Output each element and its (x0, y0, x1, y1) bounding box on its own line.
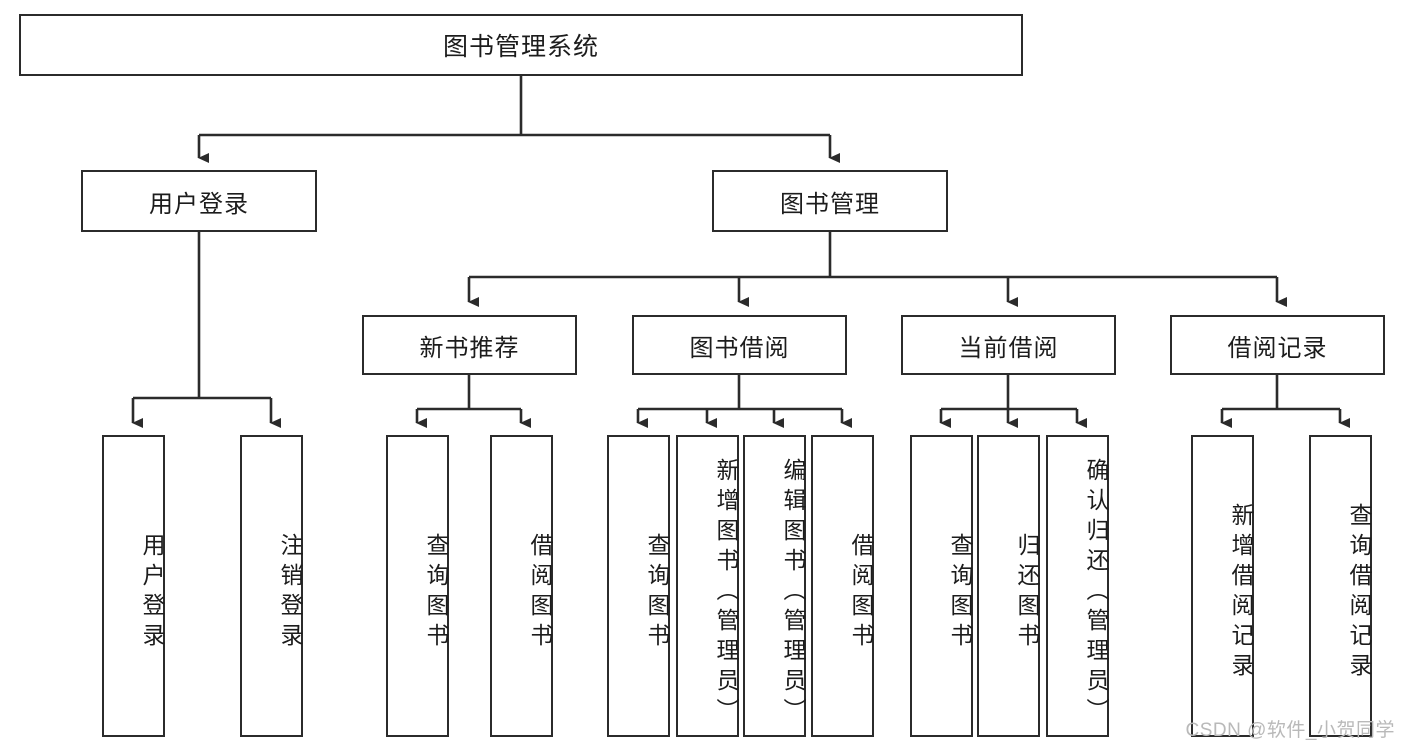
leaf-book-borrow-borrow-book[interactable]: 借阅图书 (811, 435, 874, 737)
leaf-user-login-logout[interactable]: 注销登录 (240, 435, 303, 737)
leaf-borrow-record-query-record[interactable]: 查询借阅记录 (1309, 435, 1372, 737)
leaf-current-borrow-query-book[interactable]: 查询图书 (910, 435, 973, 737)
leaf-user-login-login[interactable]: 用户登录 (102, 435, 165, 737)
leaf-current-borrow-confirm-return-admin[interactable]: 确认归还（管理员） (1046, 435, 1109, 737)
watermark-text: CSDN @软件_小贺同学 (1185, 720, 1395, 741)
leaf-book-borrow-query-book[interactable]: 查询图书 (607, 435, 670, 737)
node-user-login[interactable]: 用户登录 (81, 170, 317, 232)
node-book-borrow[interactable]: 图书借阅 (632, 315, 847, 375)
node-borrow-record[interactable]: 借阅记录 (1170, 315, 1385, 375)
node-book-management[interactable]: 图书管理 (712, 170, 948, 232)
leaf-current-borrow-return-book[interactable]: 归还图书 (977, 435, 1040, 737)
edge-group-current-borrow (939, 375, 1087, 428)
node-current-borrow[interactable]: 当前借阅 (901, 315, 1116, 375)
leaf-new-book-query-book[interactable]: 查询图书 (386, 435, 449, 737)
node-root-book-management-system[interactable]: 图书管理系统 (19, 14, 1023, 76)
edge-group-root (197, 76, 840, 163)
node-new-book-recommend[interactable]: 新书推荐 (362, 315, 577, 375)
edge-group-new-book (415, 375, 531, 428)
leaf-new-book-borrow-book[interactable]: 借阅图书 (490, 435, 553, 737)
edge-group-user-login (131, 232, 281, 428)
edge-group-borrow-record (1220, 375, 1350, 428)
leaf-book-borrow-add-book-admin[interactable]: 新增图书（管理员） (676, 435, 739, 737)
edge-group-book-manage (467, 232, 1287, 307)
edge-group-book-borrow (636, 375, 852, 428)
leaf-book-borrow-edit-book-admin[interactable]: 编辑图书（管理员） (743, 435, 806, 737)
leaf-borrow-record-add-record[interactable]: 新增借阅记录 (1191, 435, 1254, 737)
